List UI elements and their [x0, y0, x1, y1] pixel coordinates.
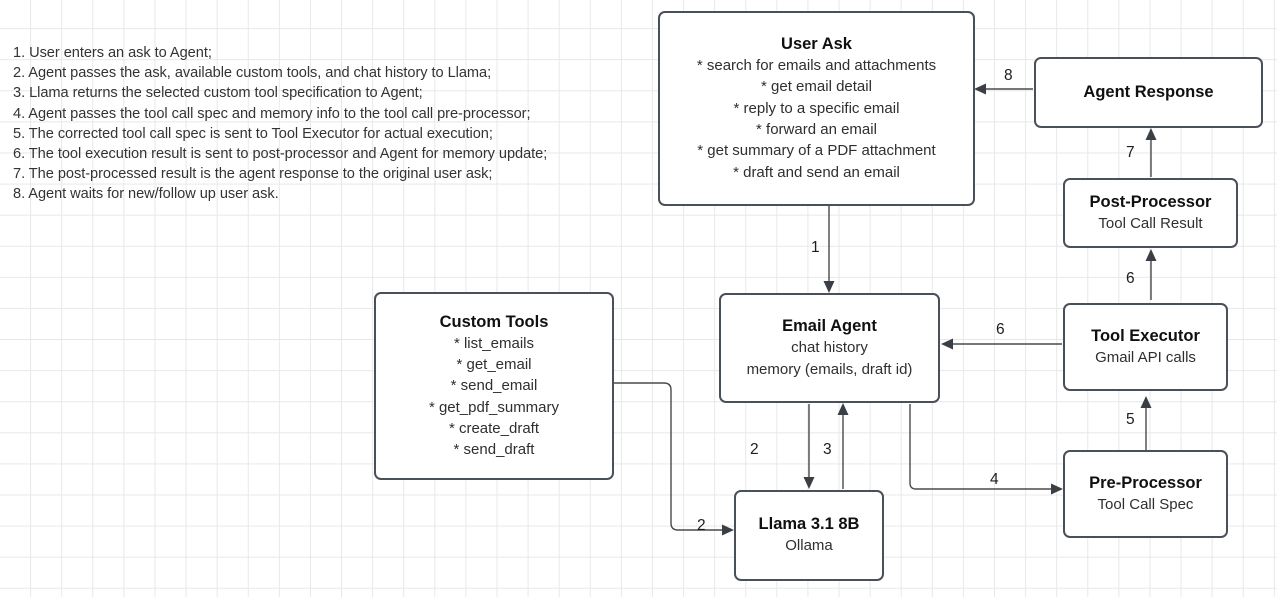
node-post-processor-subtitle: Tool Call Result — [1098, 214, 1203, 232]
node-post-processor-title: Post-Processor — [1089, 192, 1212, 211]
arrowhead-3 — [837, 403, 849, 415]
node-custom-tools-title: Custom Tools — [439, 312, 549, 331]
edge-label-2-agent: 2 — [750, 441, 759, 458]
process-step-3: 3. Llama returns the selected custom too… — [13, 85, 423, 102]
custom-tool-item-6: * send_draft — [453, 441, 535, 459]
node-llama[interactable]: Llama 3.1 8B Ollama — [734, 490, 884, 581]
edge-label-8: 8 — [1004, 67, 1013, 84]
user-ask-item-1: * search for emails and attachments — [696, 57, 937, 75]
node-llama-subtitle: Ollama — [785, 537, 833, 555]
node-post-processor[interactable]: Post-Processor Tool Call Result — [1063, 178, 1238, 248]
wire-email-agent-to-pre-processor — [909, 404, 1055, 490]
node-agent-response[interactable]: Agent Response — [1034, 57, 1263, 128]
custom-tool-item-3: * send_email — [450, 377, 538, 395]
process-step-6: 6. The tool execution result is sent to … — [13, 146, 548, 163]
user-ask-item-2: * get email detail — [761, 78, 872, 96]
process-steps-legend: 1. User enters an ask to Agent; 2. Agent… — [13, 43, 547, 205]
custom-tool-item-4: * get_pdf_summary — [428, 398, 560, 416]
node-custom-tools[interactable]: Custom Tools * list_emails * get_email *… — [374, 292, 614, 480]
wire-custom-tools-to-llama — [614, 382, 726, 531]
node-pre-processor-subtitle: Tool Call Spec — [1097, 495, 1194, 513]
arrowhead-5 — [1140, 396, 1152, 408]
user-ask-item-4: * forward an email — [756, 121, 877, 138]
process-step-5: 5. The corrected tool call spec is sent … — [13, 125, 493, 142]
node-custom-tools-list: * list_emails * get_email * send_email *… — [429, 333, 559, 461]
process-step-4: 4. Agent passes the tool call spec and m… — [13, 105, 531, 122]
arrowhead-8 — [974, 83, 986, 95]
node-user-ask[interactable]: User Ask * search for emails and attachm… — [658, 11, 975, 206]
arrowhead-7 — [1145, 128, 1157, 140]
node-tool-executor-subtitle: Gmail API calls — [1095, 348, 1196, 366]
node-user-ask-title: User Ask — [781, 35, 852, 54]
edge-label-1: 1 — [811, 239, 820, 256]
edge-label-4: 4 — [990, 471, 999, 488]
edge-label-3: 3 — [823, 441, 832, 458]
arrowhead-2b — [722, 524, 734, 536]
user-ask-item-3: * reply to a specific email — [733, 99, 900, 117]
arrowhead-4 — [1051, 483, 1063, 495]
process-step-1: 1. User enters an ask to Agent; — [13, 45, 212, 61]
edge-label-2-tools: 2 — [697, 517, 706, 534]
arrowhead-6b — [941, 338, 953, 350]
user-ask-item-5: * get summary of a PDF attachment — [697, 142, 936, 160]
process-step-2: 2. Agent passes the ask, available custo… — [13, 65, 492, 82]
custom-tool-item-1: * list_emails — [453, 334, 534, 352]
node-email-agent[interactable]: Email Agent chat history memory (emails,… — [719, 293, 940, 403]
arrowhead-6a — [1145, 249, 1157, 261]
node-email-agent-subtitle-2: memory (emails, draft id) — [746, 360, 913, 378]
node-tool-executor[interactable]: Tool Executor Gmail API calls — [1063, 303, 1228, 391]
node-pre-processor[interactable]: Pre-Processor Tool Call Spec — [1063, 450, 1228, 538]
edge-label-5: 5 — [1126, 411, 1135, 428]
process-step-8: 8. Agent waits for new/follow up user as… — [13, 186, 279, 203]
node-email-agent-title: Email Agent — [782, 317, 877, 336]
custom-tool-item-2: * get_email — [456, 355, 532, 373]
edge-label-6-post: 6 — [1126, 270, 1135, 287]
arrowhead-1 — [823, 281, 835, 293]
arrowhead-2a — [803, 477, 815, 489]
node-user-ask-bullets: * search for emails and attachments * ge… — [697, 55, 936, 183]
node-agent-response-title: Agent Response — [1083, 83, 1214, 101]
node-tool-executor-title: Tool Executor — [1091, 326, 1200, 345]
edge-label-7: 7 — [1126, 144, 1135, 161]
user-ask-item-6: * draft and send an email — [733, 163, 900, 181]
node-llama-title: Llama 3.1 8B — [758, 515, 860, 534]
custom-tool-item-5: * create_draft — [448, 419, 540, 437]
node-email-agent-subtitle-1: chat history — [791, 339, 868, 357]
edge-label-6-agent: 6 — [996, 321, 1005, 338]
process-step-7: 7. The post-processed result is the agen… — [13, 166, 493, 183]
node-pre-processor-title: Pre-Processor — [1089, 473, 1202, 492]
